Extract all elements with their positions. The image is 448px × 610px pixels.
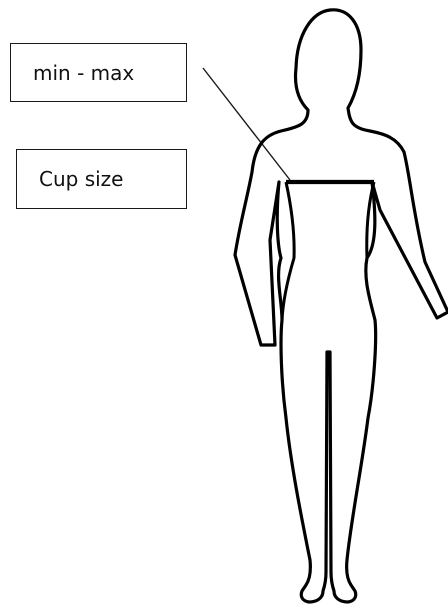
left-arm-inner-edge [282,182,294,320]
body-outline [235,10,448,602]
pointer-line [203,68,290,180]
